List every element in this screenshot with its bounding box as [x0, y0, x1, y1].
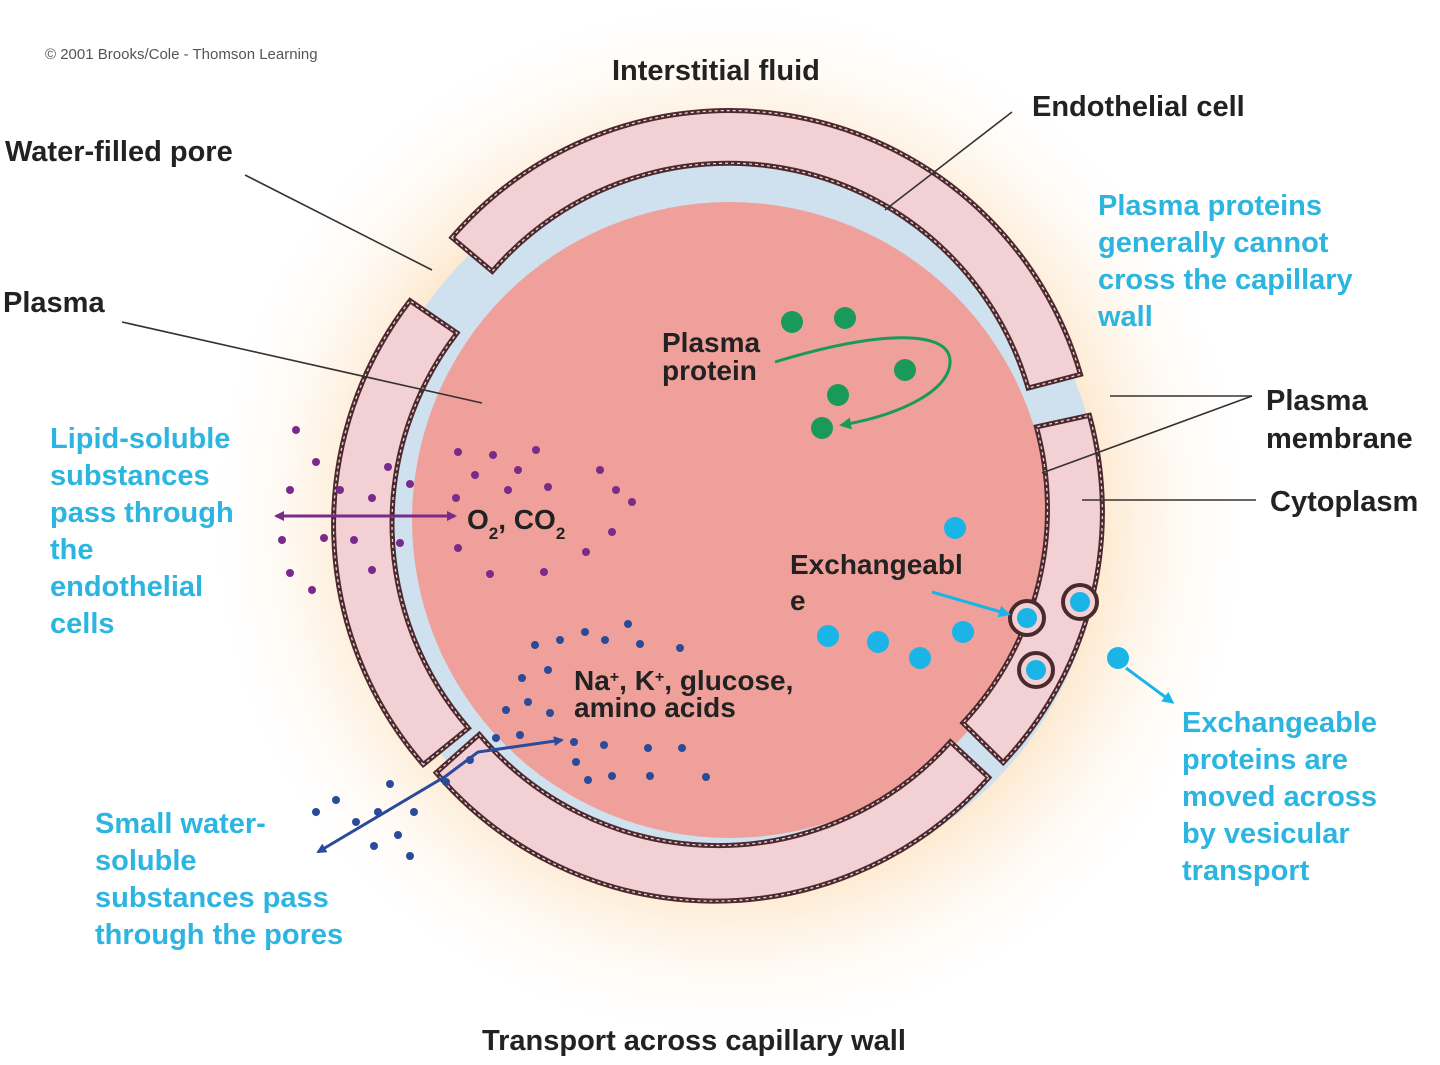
plasma-protein-label: Plasma protein: [662, 327, 768, 386]
interstitial-fluid-label: Interstitial fluid: [612, 55, 820, 87]
exchangeable-vesicular-annotation: Exchangeable proteins are moved across b…: [1182, 707, 1385, 887]
amino-acids-label: amino acids: [574, 692, 736, 723]
leader-water-pore: [244, 174, 433, 271]
exchangeable-line: Exchangeabl: [790, 549, 963, 580]
plasma-label: Plasma: [3, 287, 105, 319]
figure-caption: Transport across capillary wall: [482, 1025, 906, 1057]
exchangeable-label: Exchangeabl e: [790, 549, 971, 616]
plasma-protein-dots: [781, 307, 916, 439]
endothelial-cell-label: Endothelial cell: [1032, 91, 1245, 123]
lipid-soluble-dots: [278, 426, 636, 594]
exchangeable-line: e: [790, 585, 806, 616]
lipid-soluble-annotation: Lipid-soluble substances pass through th…: [50, 423, 242, 640]
copyright: © 2001 Brooks/Cole - Thomson Learning: [45, 46, 318, 63]
leader-plasma-membrane-b: [1041, 395, 1253, 474]
o2-co2-label: O2, CO2: [467, 504, 565, 543]
plasma-lumen: [412, 202, 1048, 838]
water-soluble-arrow: [316, 736, 564, 854]
exchangeable-protein-dots: [817, 517, 1129, 669]
vesicle-protein-dot: [1017, 608, 1037, 628]
vesicles: [1008, 583, 1099, 689]
exchangeable-arrow-in: [931, 590, 1011, 618]
plasma-protein-arrow: [774, 336, 952, 430]
cytoplasm-label: Cytoplasm: [1270, 486, 1418, 518]
na-k-glucose-label: Na+, K+, glucose,: [574, 665, 793, 696]
plasma-membrane-label: Plasma membrane: [1266, 385, 1413, 455]
exchangeable-arrow-out: [1125, 666, 1175, 704]
leader-plasma: [121, 321, 483, 404]
plasma-membrane-line: membrane: [1266, 423, 1413, 455]
vesicle-protein-dot: [1070, 592, 1090, 612]
plasma-protein-line: Plasma: [662, 327, 760, 358]
plasma-membrane-line: Plasma: [1266, 385, 1368, 417]
plasma-protein-line: protein: [662, 355, 757, 386]
leader-endothelial-cell: [884, 111, 1013, 211]
vesicle-protein-dot: [1026, 660, 1046, 680]
water-filled-pore-label: Water-filled pore: [5, 136, 233, 168]
small-water-soluble-annotation: Small water- soluble substances pass thr…: [95, 808, 343, 951]
leader-lines: [121, 111, 1256, 501]
plasma-proteins-annotation: Plasma proteins generally cannot cross t…: [1097, 190, 1361, 333]
